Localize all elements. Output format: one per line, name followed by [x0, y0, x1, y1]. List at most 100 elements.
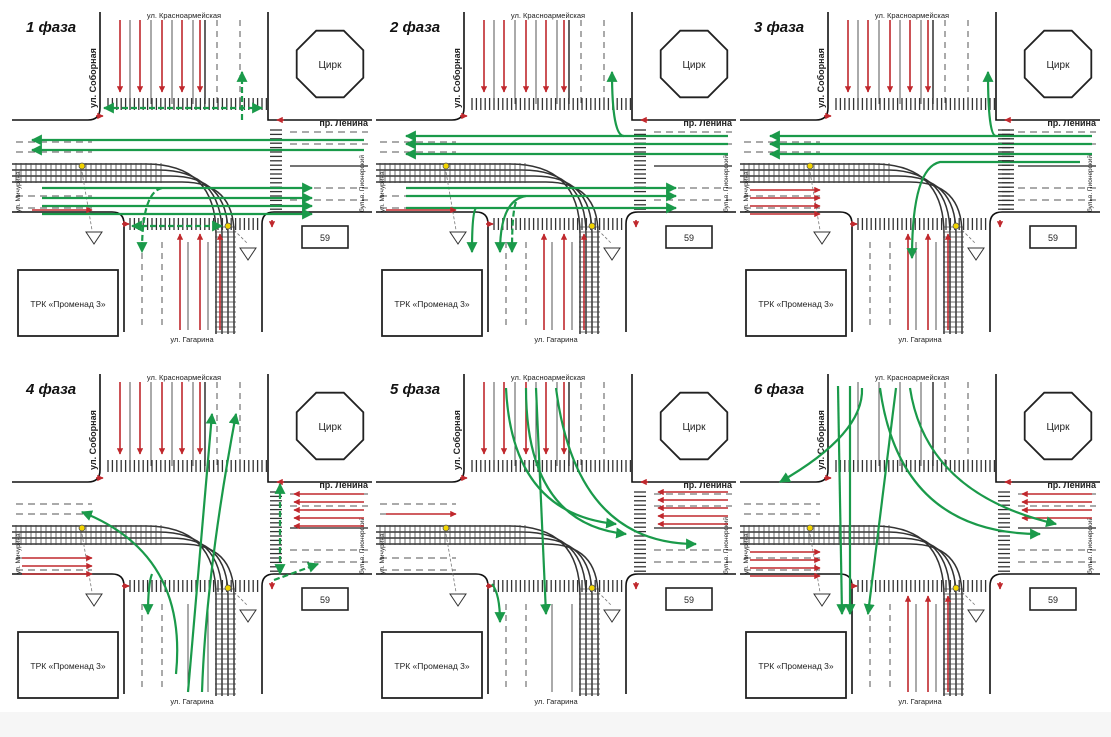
traffic-signal [224, 584, 232, 592]
house-59 [301, 587, 349, 611]
phase-title: 6 фаза [754, 381, 804, 398]
street-label-south: ул. Гагарина [898, 697, 942, 706]
street-label-lenina: пр. Ленина [683, 118, 733, 128]
street-label-north: ул. Красноармейская [875, 373, 949, 382]
bottom-margin [0, 712, 1111, 737]
traffic-signal [442, 524, 450, 532]
phase-flows-3 [750, 20, 1092, 330]
street-label-sobornaya: ул. Соборная [88, 410, 98, 470]
circus-building [1023, 29, 1093, 99]
road-edge-se [625, 573, 736, 694]
traffic-flow-arrow [906, 160, 1080, 260]
traffic-signal [224, 222, 232, 230]
mall-building [745, 631, 847, 699]
street-label-lenina: пр. Ленина [1047, 480, 1097, 490]
yield-sign-icon [449, 231, 467, 245]
circus-label: Цирк [683, 422, 707, 433]
phase-title: 3 фаза [754, 19, 804, 36]
street-label-michurina: ул. Мичурина [15, 533, 22, 574]
street-label-north: ул. Красноармейская [147, 373, 221, 382]
signal-cable [233, 591, 249, 607]
road-edge-ne [267, 12, 372, 121]
phase-title: 1 фаза [26, 19, 76, 36]
traffic-flow-arrow [982, 70, 997, 138]
house-59 [301, 225, 349, 249]
phase-title: 4 фаза [25, 381, 76, 398]
traffic-signal [588, 584, 596, 592]
yield-sign-icon [239, 609, 257, 623]
mall-building [17, 631, 119, 699]
street-label-south: ул. Гагарина [170, 697, 214, 706]
road-edge-ne [631, 12, 736, 121]
mall-building [381, 269, 483, 337]
traffic-flow-arrow [491, 583, 506, 624]
circus-label: Цирк [1047, 60, 1071, 71]
signal-cable [81, 533, 93, 593]
traffic-flow-arrow [863, 387, 898, 616]
circus-label: Цирк [1047, 422, 1071, 433]
traffic-flow-arrow [606, 70, 625, 138]
yield-sign-icon [813, 231, 831, 245]
street-label-michurina: ул. Мичурина [743, 533, 750, 574]
mall-label: ТРК «Променад 3» [30, 661, 106, 671]
street-label-south: ул. Гагарина [898, 335, 942, 344]
road-edge-nw [12, 12, 101, 121]
traffic-flow-arrow [186, 412, 217, 693]
phase-flows-1 [30, 20, 364, 330]
traffic-signal [806, 524, 814, 532]
traffic-flow-arrow [836, 385, 848, 616]
mall-building [745, 269, 847, 337]
traffic-flow-arrow [80, 510, 179, 675]
phase-flows-2 [386, 20, 728, 330]
phase-flows-5 [386, 382, 728, 624]
yield-sign-icon [603, 609, 621, 623]
house-59 [1029, 225, 1077, 249]
yield-sign-icon [85, 231, 103, 245]
yield-sign-icon [967, 609, 985, 623]
traffic-flow-arrow [878, 387, 1042, 540]
road-edge-nw [376, 374, 465, 483]
phase-title: 2 фаза [389, 19, 440, 36]
signal-cable [445, 171, 457, 231]
circus-building [295, 29, 365, 99]
traffic-flow-arrow [136, 186, 163, 254]
street-label-lenina: пр. Ленина [1047, 118, 1097, 128]
traffic-signal [952, 584, 960, 592]
street-label-sobornaya: ул. Соборная [88, 48, 98, 108]
street-label-michurina: ул. Мичурина [15, 171, 22, 212]
mall-label: ТРК «Променад 3» [394, 661, 470, 671]
road-edge-se [989, 573, 1100, 694]
circus-building [1023, 391, 1093, 461]
traffic-signal [588, 222, 596, 230]
street-label-lenina: пр. Ленина [319, 118, 369, 128]
traffic-flow-arrow [554, 387, 698, 550]
road-edge-nw [740, 12, 829, 121]
street-label-pionersky: бульв. Пионерский [722, 155, 730, 212]
street-label-sobornaya: ул. Соборная [452, 410, 462, 470]
signal-cable [809, 171, 821, 231]
mall-label: ТРК «Променад 3» [758, 661, 834, 671]
traffic-signal [952, 222, 960, 230]
circus-building [659, 29, 729, 99]
house-number: 59 [1048, 595, 1058, 605]
mall-building [17, 269, 119, 337]
mall-building [381, 631, 483, 699]
road-edge-ne [995, 374, 1100, 483]
tram-rail [740, 181, 963, 334]
yield-sign-icon [449, 593, 467, 607]
street-label-south: ул. Гагарина [170, 335, 214, 344]
signal-cable [961, 591, 977, 607]
street-label-michurina: ул. Мичурина [743, 171, 750, 212]
traffic-signal [806, 162, 814, 170]
signal-cable [809, 533, 821, 593]
mall-label: ТРК «Променад 3» [758, 299, 834, 309]
tram-rail [12, 543, 235, 696]
road-edge-se [989, 211, 1100, 332]
street-label-sobornaya: ул. Соборная [816, 410, 826, 470]
circus-building [295, 391, 365, 461]
road-edge-nw [12, 374, 101, 483]
traffic-flow-arrow [524, 387, 628, 539]
